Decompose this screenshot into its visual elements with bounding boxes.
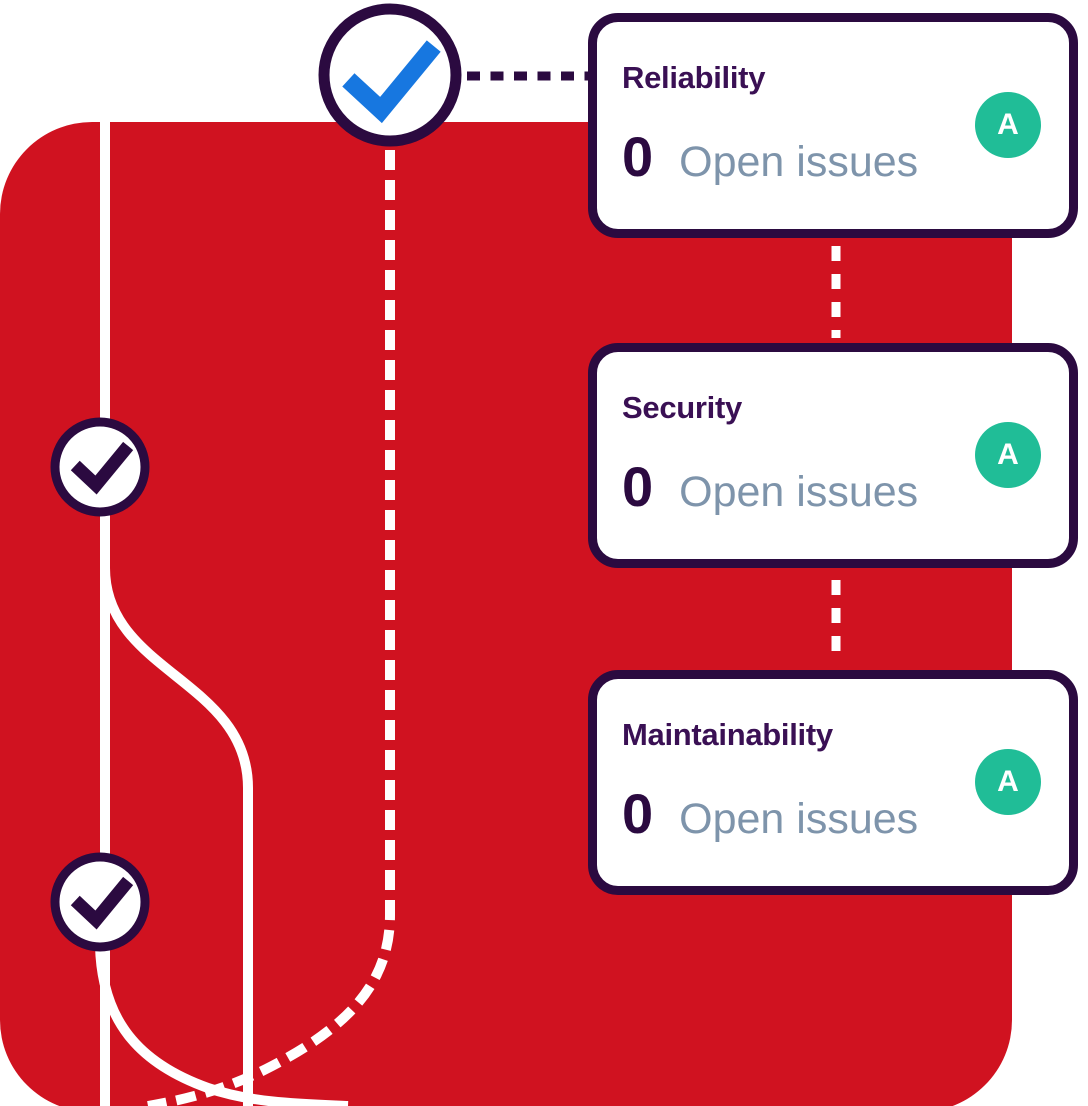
passed-check-commit-1: [50, 417, 150, 517]
check-icon: [70, 876, 134, 930]
rating-letter: A: [997, 765, 1019, 798]
passed-check-top: [318, 3, 462, 147]
metric-card-security: Security 0 Open issues A: [588, 343, 1078, 568]
check-circle: [318, 3, 462, 147]
rating-badge: A: [975, 749, 1041, 815]
card-title: Security: [622, 390, 742, 425]
red-background-panel: [0, 122, 1012, 1106]
branch-line-lower: [95, 945, 349, 1106]
rating-badge: A: [975, 92, 1041, 158]
passed-check-commit-2: [50, 852, 150, 952]
branch-line-split: [100, 567, 253, 1106]
open-issues-count: 0: [622, 455, 654, 518]
open-issues-label: Open issues: [679, 795, 919, 843]
check-icon-blue: [342, 40, 441, 124]
check-circle: [50, 852, 150, 952]
metric-card-maintainability: Maintainability 0 Open issues A: [588, 670, 1078, 895]
card-title: Reliability: [622, 60, 766, 95]
rating-badge: A: [975, 422, 1041, 488]
open-issues-label: Open issues: [679, 468, 919, 516]
rating-letter: A: [997, 438, 1019, 471]
open-issues-label: Open issues: [679, 138, 919, 186]
check-circle: [50, 417, 150, 517]
card-title: Maintainability: [622, 717, 833, 752]
open-issues-row: 0 Open issues: [622, 780, 1069, 847]
dashed-analysis-line: [147, 150, 395, 1106]
check-icon: [70, 441, 134, 495]
open-issues-row: 0 Open issues: [622, 453, 1069, 520]
open-issues-row: 0 Open issues: [622, 123, 1069, 190]
metric-card-reliability: Reliability 0 Open issues A: [588, 13, 1078, 238]
rating-letter: A: [997, 108, 1019, 141]
open-issues-count: 0: [622, 782, 654, 845]
open-issues-count: 0: [622, 125, 654, 188]
